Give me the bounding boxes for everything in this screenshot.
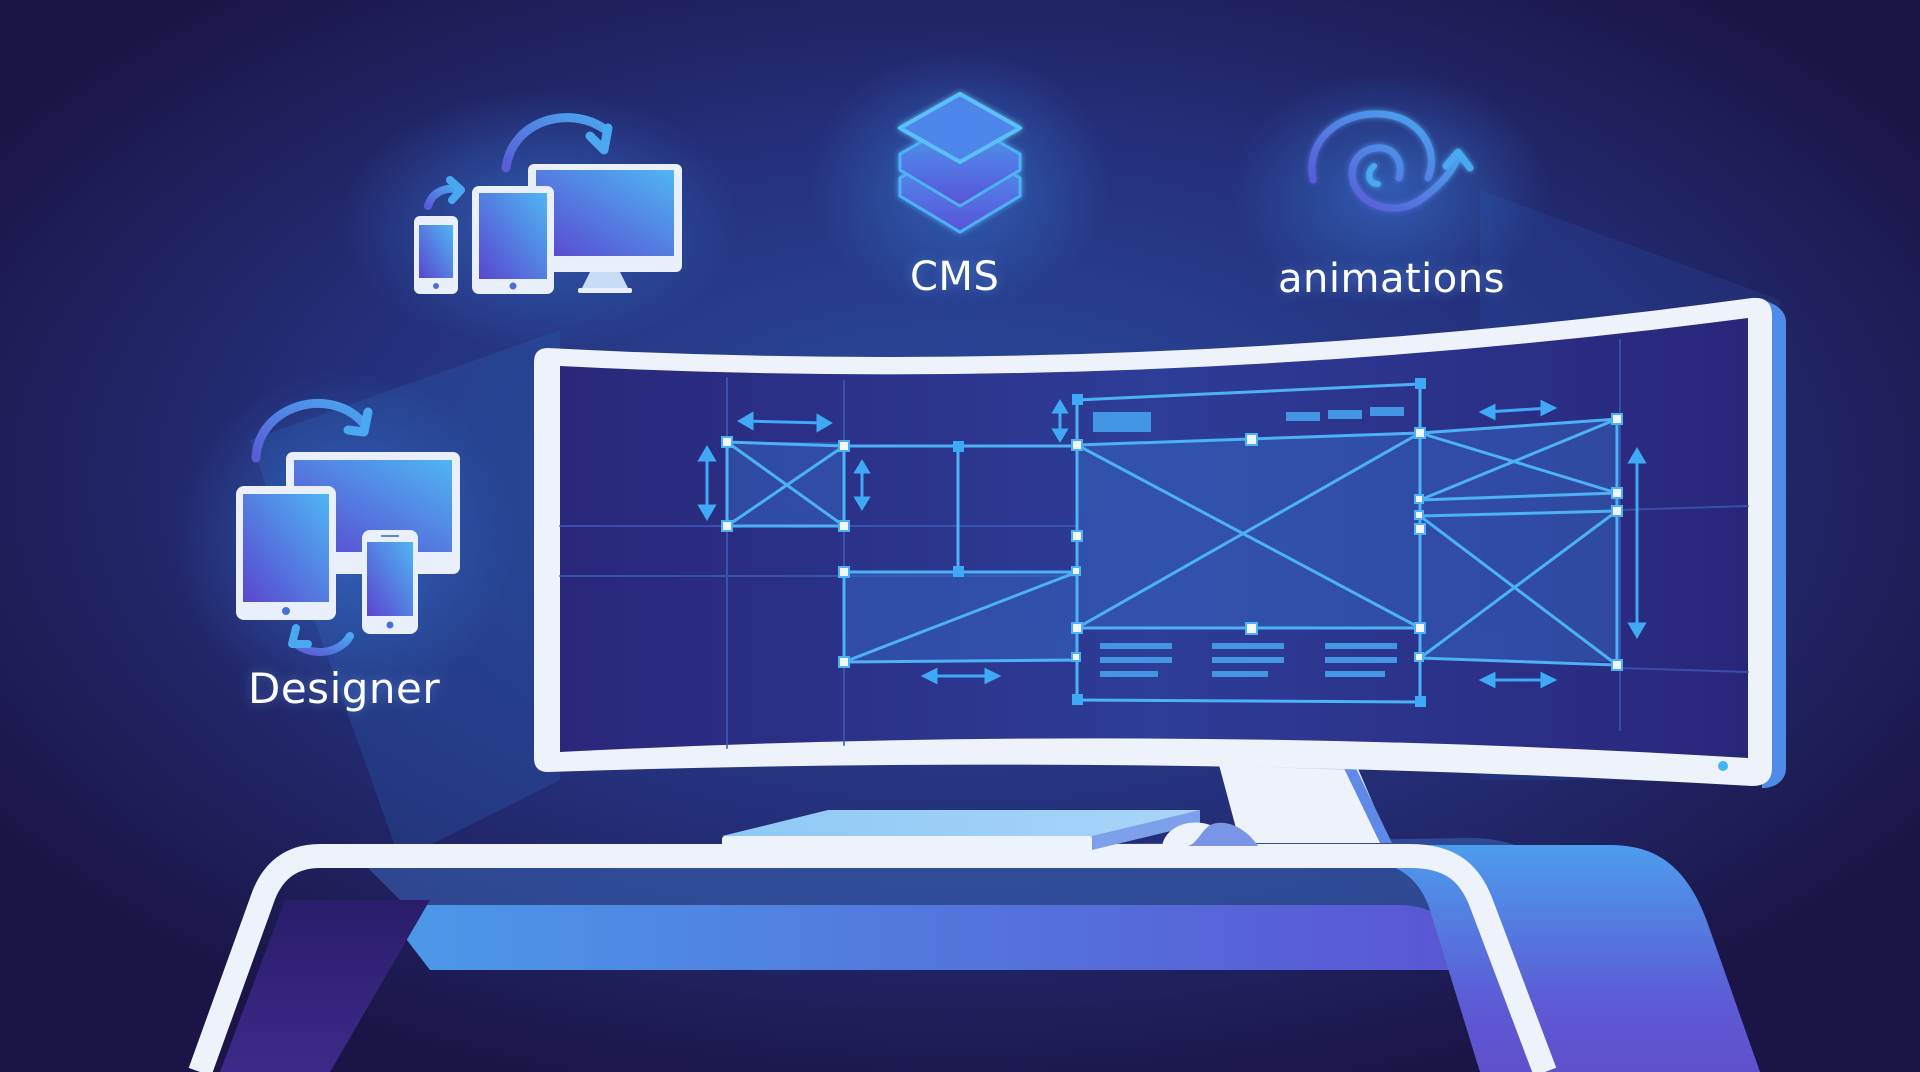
wireframe-layout <box>559 339 1749 749</box>
power-led <box>1718 761 1728 771</box>
responsive-devices-icon <box>414 113 682 294</box>
cms-label: CMS <box>910 254 1000 300</box>
multi-device-sync-icon <box>236 398 460 657</box>
mouse <box>1162 822 1258 846</box>
glow <box>1230 70 1550 310</box>
designer-label: Designer <box>248 664 441 713</box>
desk <box>188 838 1760 1072</box>
stacked-layers-icon <box>898 92 1022 234</box>
spiral-arrow-icon <box>1308 110 1474 212</box>
keyboard <box>722 810 1200 850</box>
animations-label: animations <box>1278 256 1505 302</box>
